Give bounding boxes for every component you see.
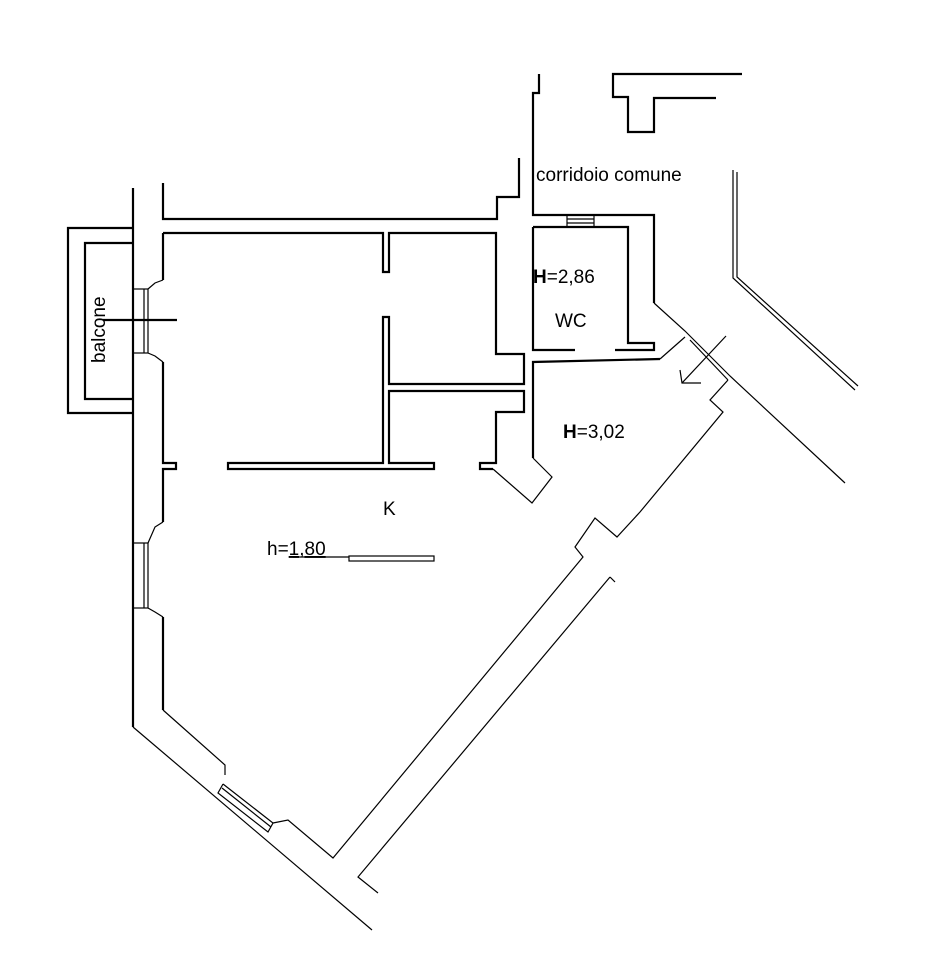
kitchen-height-label: h=1,80 (267, 539, 326, 560)
wc-height-prefix: H (533, 267, 547, 288)
corridor-label: corridoio comune (536, 165, 682, 186)
hall-height-label: H=3,02 (563, 422, 625, 443)
hall-height-value: =3,02 (577, 422, 625, 443)
walls (131, 72, 859, 931)
wc-label: WC (555, 311, 587, 332)
wc-height-value: =2,86 (547, 267, 595, 288)
door-arrow-icon (681, 335, 727, 384)
balcony-label: balcone (89, 296, 110, 363)
balcony: balcone (66, 226, 177, 415)
wc-height-label: H=2,86 (533, 267, 595, 288)
hall-height-prefix: H (563, 422, 577, 443)
kitchen-label: K (383, 499, 396, 520)
kitchen-height-prefix: h= (267, 539, 289, 560)
kitchen-height-value: 1,80 (289, 539, 326, 560)
